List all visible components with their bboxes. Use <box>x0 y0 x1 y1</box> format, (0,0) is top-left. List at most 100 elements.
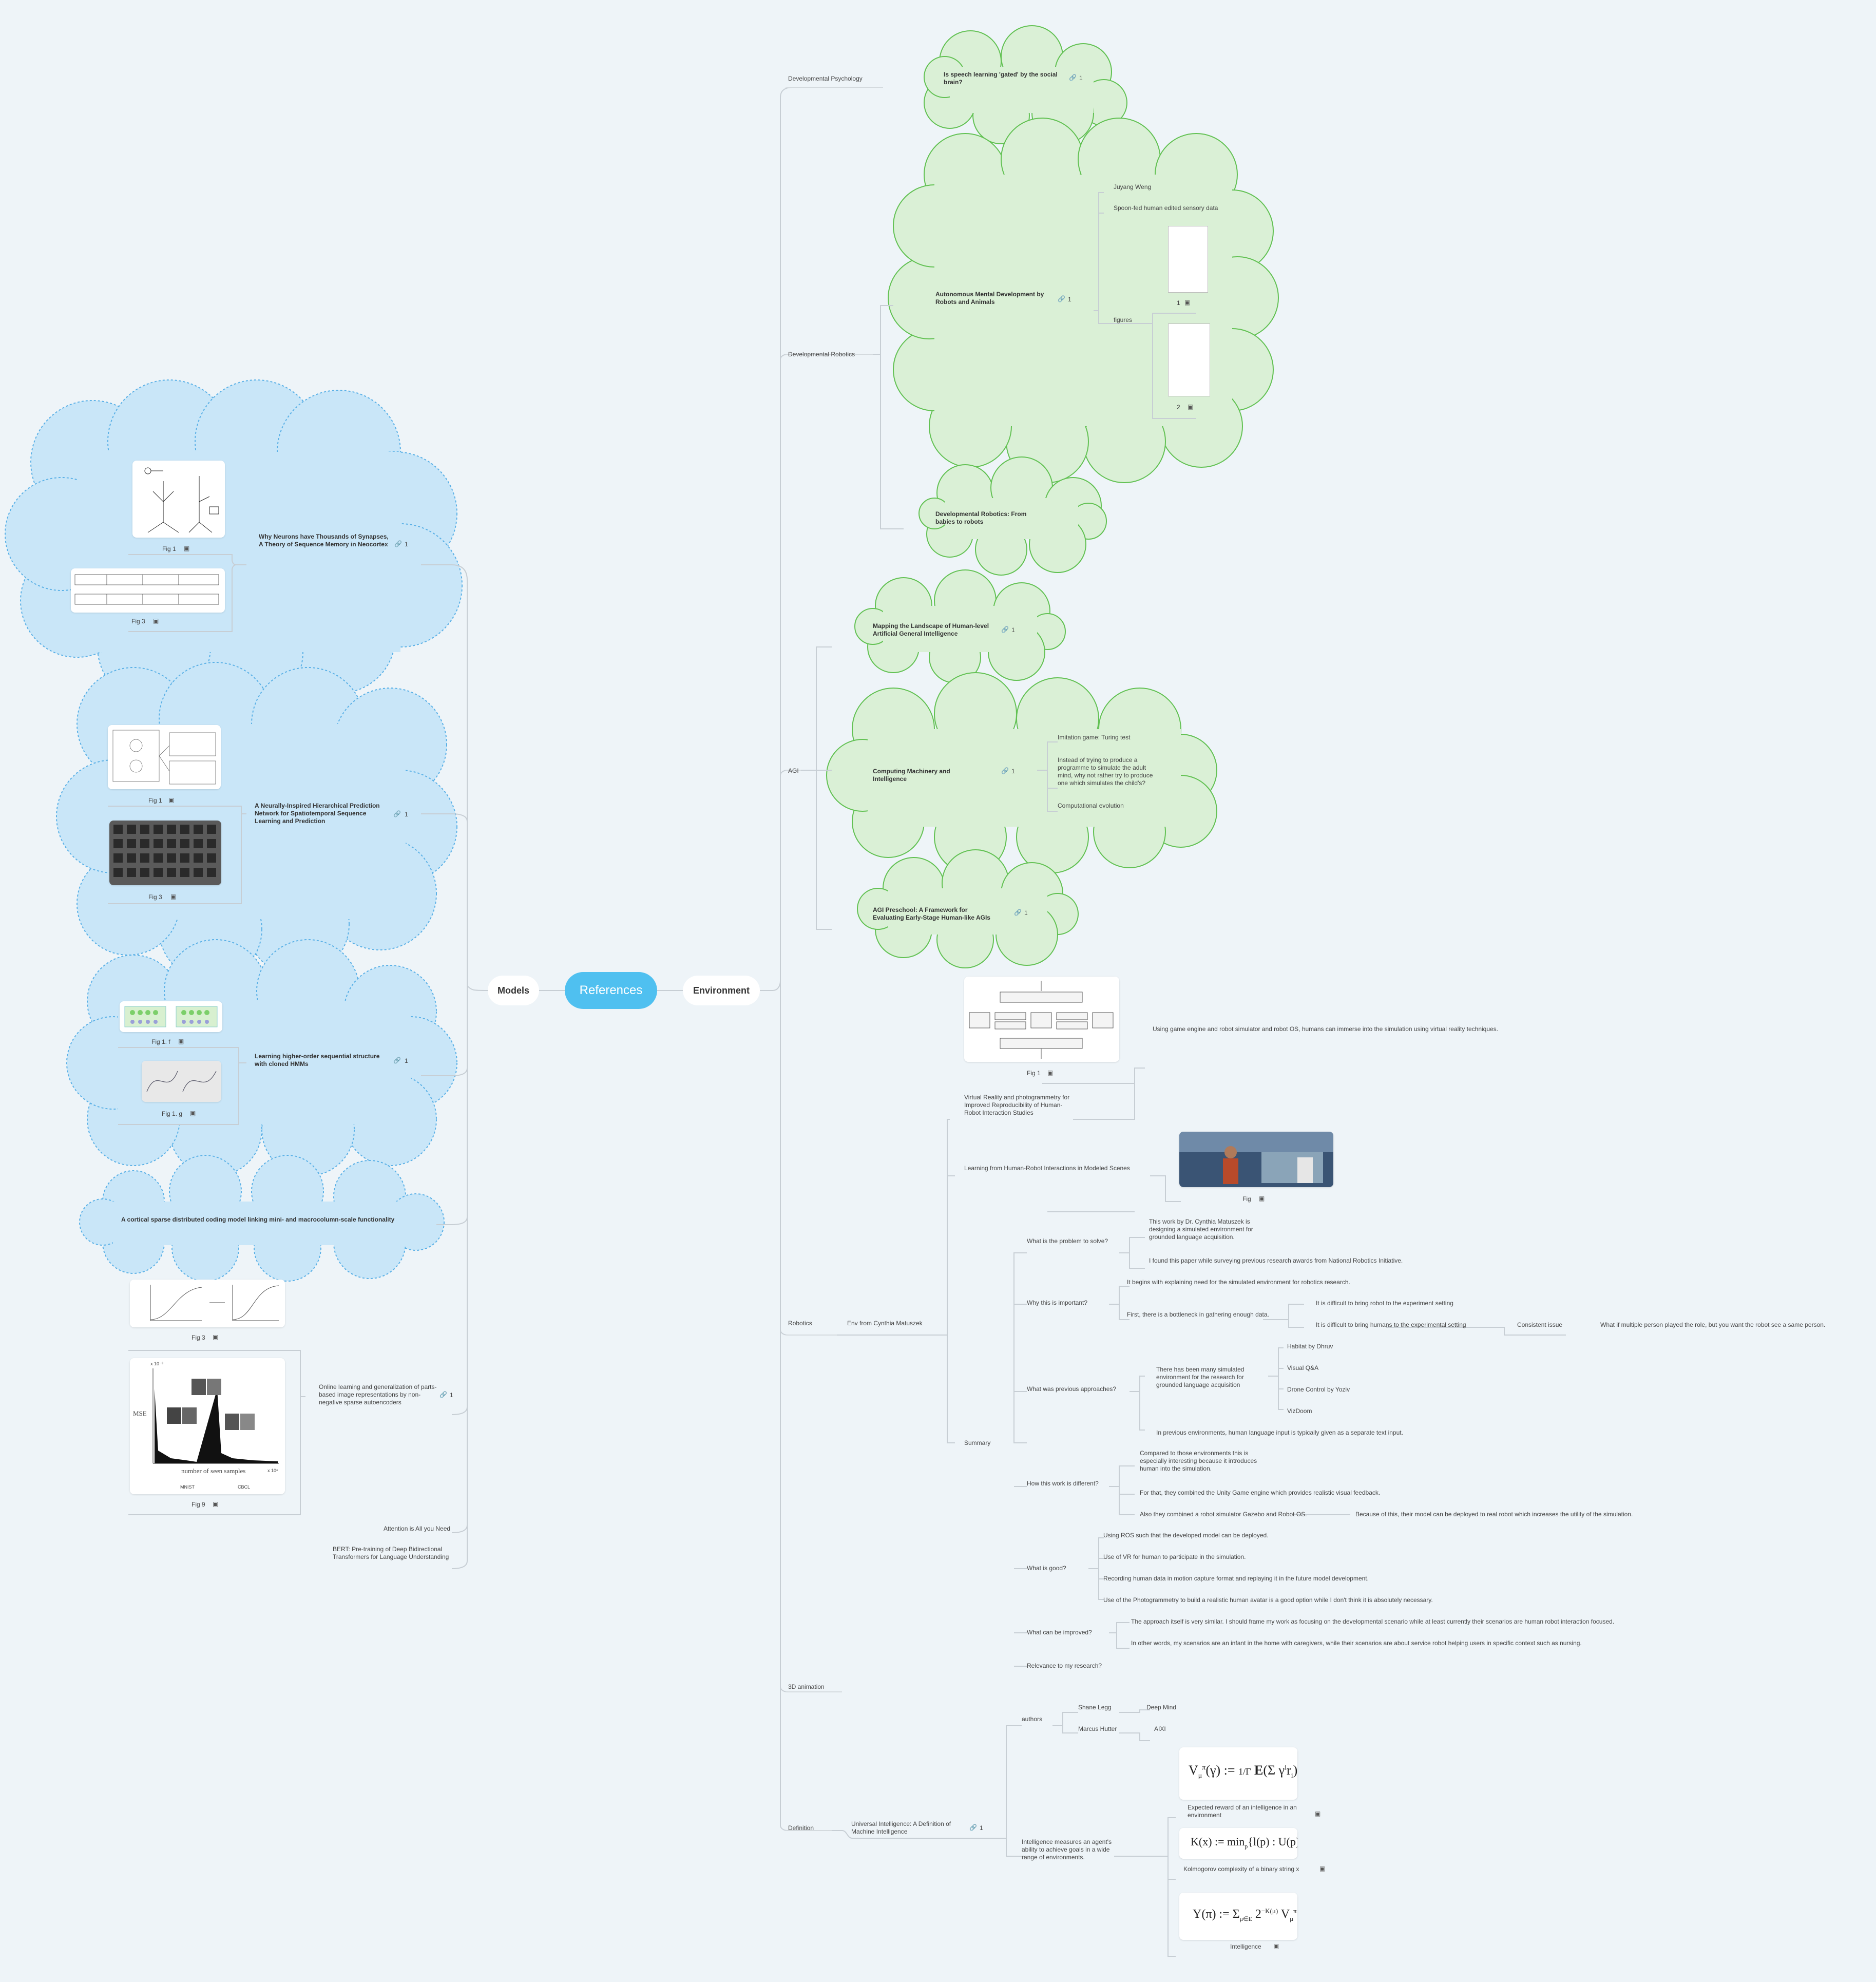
link-icon[interactable]: 🔗 <box>1001 626 1009 633</box>
chmm-figg-image[interactable] <box>142 1061 221 1102</box>
babies-paper-title[interactable]: Developmental Robotics: From babies to r… <box>935 510 1027 525</box>
image-icon: ▣ <box>168 796 175 804</box>
a-important-1: It begins with explaining need for the s… <box>1127 1279 1350 1286</box>
image-icon: ▣ <box>184 545 190 552</box>
q-relevance[interactable]: Relevance to my research? <box>1027 1662 1102 1669</box>
fig9-mnist: MNIST <box>180 1484 195 1490</box>
q-problem[interactable]: What is the problem to solve? <box>1027 1237 1108 1245</box>
nihpn-paper-title[interactable]: A Neurally-Inspired Hierarchical Predict… <box>255 802 380 825</box>
speech-paper-title[interactable]: Is speech learning 'gated' by the social… <box>944 71 1058 86</box>
chmm-link-count: 1 <box>405 1057 408 1064</box>
amd-fig1-label: 1 <box>1177 299 1180 307</box>
amd-fig1-placeholder[interactable] <box>1168 226 1208 293</box>
authors-label: authors <box>1022 1716 1043 1723</box>
amd-fig2-placeholder[interactable] <box>1168 323 1210 396</box>
system-architecture-graphic <box>969 981 1114 1059</box>
q-important[interactable]: Why this is important? <box>1027 1299 1088 1306</box>
good-4: Use of the Photogrammetry to build a rea… <box>1103 1596 1433 1604</box>
lab-photo-graphic <box>1179 1132 1333 1187</box>
author-legg: Shane Legg <box>1078 1704 1112 1711</box>
q-improve[interactable]: What can be improved? <box>1027 1629 1092 1636</box>
definition-branch-label[interactable]: Definition <box>788 1824 814 1832</box>
nihpn-fig1-label: Fig 1 <box>148 797 162 804</box>
image-icon: ▣ <box>1188 403 1194 410</box>
root-node-references[interactable]: References <box>565 972 657 1009</box>
image-icon: ▣ <box>1047 1069 1054 1076</box>
image-icon: ▣ <box>213 1333 219 1341</box>
image-icon: ▣ <box>1184 299 1191 306</box>
a-problem-2: I found this paper while surveying previ… <box>1149 1257 1403 1264</box>
fig9-xlabel: number of seen samples <box>181 1467 246 1475</box>
anim3d-branch-label[interactable]: 3D animation <box>788 1683 825 1690</box>
nihpn-fig1-image[interactable] <box>108 725 221 789</box>
link-icon[interactable]: 🔗 <box>1014 909 1022 916</box>
amd-paper-title[interactable]: Autonomous Mental Development by Robots … <box>935 291 1044 306</box>
chmm-structure-graphic <box>124 1006 218 1027</box>
link-icon[interactable]: 🔗 <box>969 1824 977 1831</box>
fig9-exp: x 10⁻³ <box>150 1361 163 1366</box>
link-icon[interactable]: 🔗 <box>1001 767 1009 774</box>
summary-label[interactable]: Summary <box>964 1439 991 1446</box>
eq-kolmogorov-image[interactable]: K(x) := minp{l(p) : U(p) = x}. <box>1179 1828 1297 1859</box>
branch-node-environment[interactable]: Environment <box>683 976 760 1005</box>
a-different-3: Also they combined a robot simulator Gaz… <box>1140 1511 1307 1518</box>
sdc-paper-title[interactable]: A cortical sparse distributed coding mod… <box>121 1216 395 1223</box>
link-icon[interactable]: 🔗 <box>394 540 402 547</box>
link-icon[interactable]: 🔗 <box>393 1057 401 1064</box>
amd-fig2-label: 2 <box>1177 404 1180 411</box>
vr-fig1-image[interactable] <box>964 977 1119 1062</box>
hawkins-fig3-label: Fig 3 <box>131 618 145 625</box>
q-good[interactable]: What is good? <box>1027 1565 1066 1572</box>
bert-paper-title[interactable]: BERT: Pre-training of Deep Bidirectional… <box>333 1546 449 1560</box>
link-icon[interactable]: 🔗 <box>1058 295 1065 302</box>
nnsa-fig3-image[interactable] <box>130 1280 285 1327</box>
q-previous[interactable]: What was previous approaches? <box>1027 1385 1117 1393</box>
vqa-item: Visual Q&A <box>1287 1364 1319 1371</box>
eq-intelligence: Υ(π) := Σμ∈E 2−K(μ) Vμπ. <box>1193 1907 1297 1922</box>
hri-paper-title[interactable]: Learning from Human-Robot Interactions i… <box>964 1165 1130 1172</box>
mse-plot-graphic <box>152 1368 279 1464</box>
hri-fig-image[interactable] <box>1179 1132 1333 1187</box>
devpsych-branch-label[interactable]: Developmental Psychology <box>788 75 863 82</box>
cmi-paper-title[interactable]: Computing Machinery and Intelligence <box>873 768 950 783</box>
cloud-mapping-fill <box>883 606 1037 652</box>
image-icon: ▣ <box>1259 1195 1265 1202</box>
spoonfed-note: Spoon-fed human edited sensory data <box>1114 204 1218 212</box>
nnsa-fig9-label: Fig 9 <box>192 1501 205 1508</box>
hawkins-paper-title[interactable]: Why Neurons have Thousands of Synapses, … <box>259 533 389 548</box>
ui-paper-title[interactable]: Universal Intelligence: A Definition of … <box>851 1820 951 1835</box>
preschool-paper-title[interactable]: AGI Preschool: A Framework for Evaluatin… <box>873 906 990 921</box>
chmm-paper-title[interactable]: Learning higher-order sequential structu… <box>255 1053 380 1068</box>
env-cm-label[interactable]: Env from Cynthia Matuszek <box>847 1320 923 1327</box>
agi-branch-label[interactable]: AGI <box>788 767 799 774</box>
attention-paper-title[interactable]: Attention is All you Need <box>384 1525 451 1532</box>
branch-node-models[interactable]: Models <box>488 976 539 1005</box>
q-different[interactable]: How this work is different? <box>1027 1480 1099 1487</box>
a-previous-1: There has been many simulated environmen… <box>1156 1366 1245 1388</box>
mapping-paper-title[interactable]: Mapping the Landscape of Human-level Art… <box>873 622 989 637</box>
preschool-link-count: 1 <box>1024 909 1028 917</box>
affil-deepmind: Deep Mind <box>1146 1704 1177 1711</box>
nihpn-fig3-image[interactable] <box>109 821 221 885</box>
link-icon[interactable]: 🔗 <box>439 1391 447 1398</box>
vr-paper-title[interactable]: Virtual Reality and photogrammetry for I… <box>964 1094 1070 1116</box>
chmm-figf-image[interactable] <box>120 1001 222 1032</box>
exp-reward-label: Expected reward of an intelligence in an… <box>1188 1804 1297 1819</box>
imitation-game-note: Imitation game: Turing test <box>1058 734 1131 741</box>
sequence-diagram-graphic <box>74 574 219 605</box>
devrob-branch-label[interactable]: Developmental Robotics <box>788 351 855 358</box>
fig9-xexp: x 10⁶ <box>267 1468 278 1473</box>
robotics-branch-label[interactable]: Robotics <box>788 1320 812 1327</box>
nnsa-fig9-image[interactable]: MSE x 10⁻³ number of seen samples x 10⁶ … <box>130 1358 285 1494</box>
eq-intelligence-image[interactable]: Υ(π) := Σμ∈E 2−K(μ) Vμπ. <box>1179 1893 1297 1940</box>
image-icon: ▣ <box>1315 1810 1321 1817</box>
prediction-grid-graphic <box>109 821 221 885</box>
link-icon[interactable]: 🔗 <box>393 810 401 817</box>
link-icon[interactable]: 🔗 <box>1069 74 1077 81</box>
hawkins-fig3-image[interactable] <box>71 568 225 613</box>
eq-expected-reward-image[interactable]: Vμπ(γ) := 1/Γ E(Σ γiri) <box>1179 1747 1297 1800</box>
nnsa-paper-title[interactable]: Online learning and generalization of pa… <box>319 1383 437 1406</box>
a-important-2: First, there is a bottleneck in gatherin… <box>1127 1311 1269 1318</box>
nnsa-link-count: 1 <box>450 1392 453 1399</box>
hawkins-fig1-image[interactable] <box>132 461 225 538</box>
